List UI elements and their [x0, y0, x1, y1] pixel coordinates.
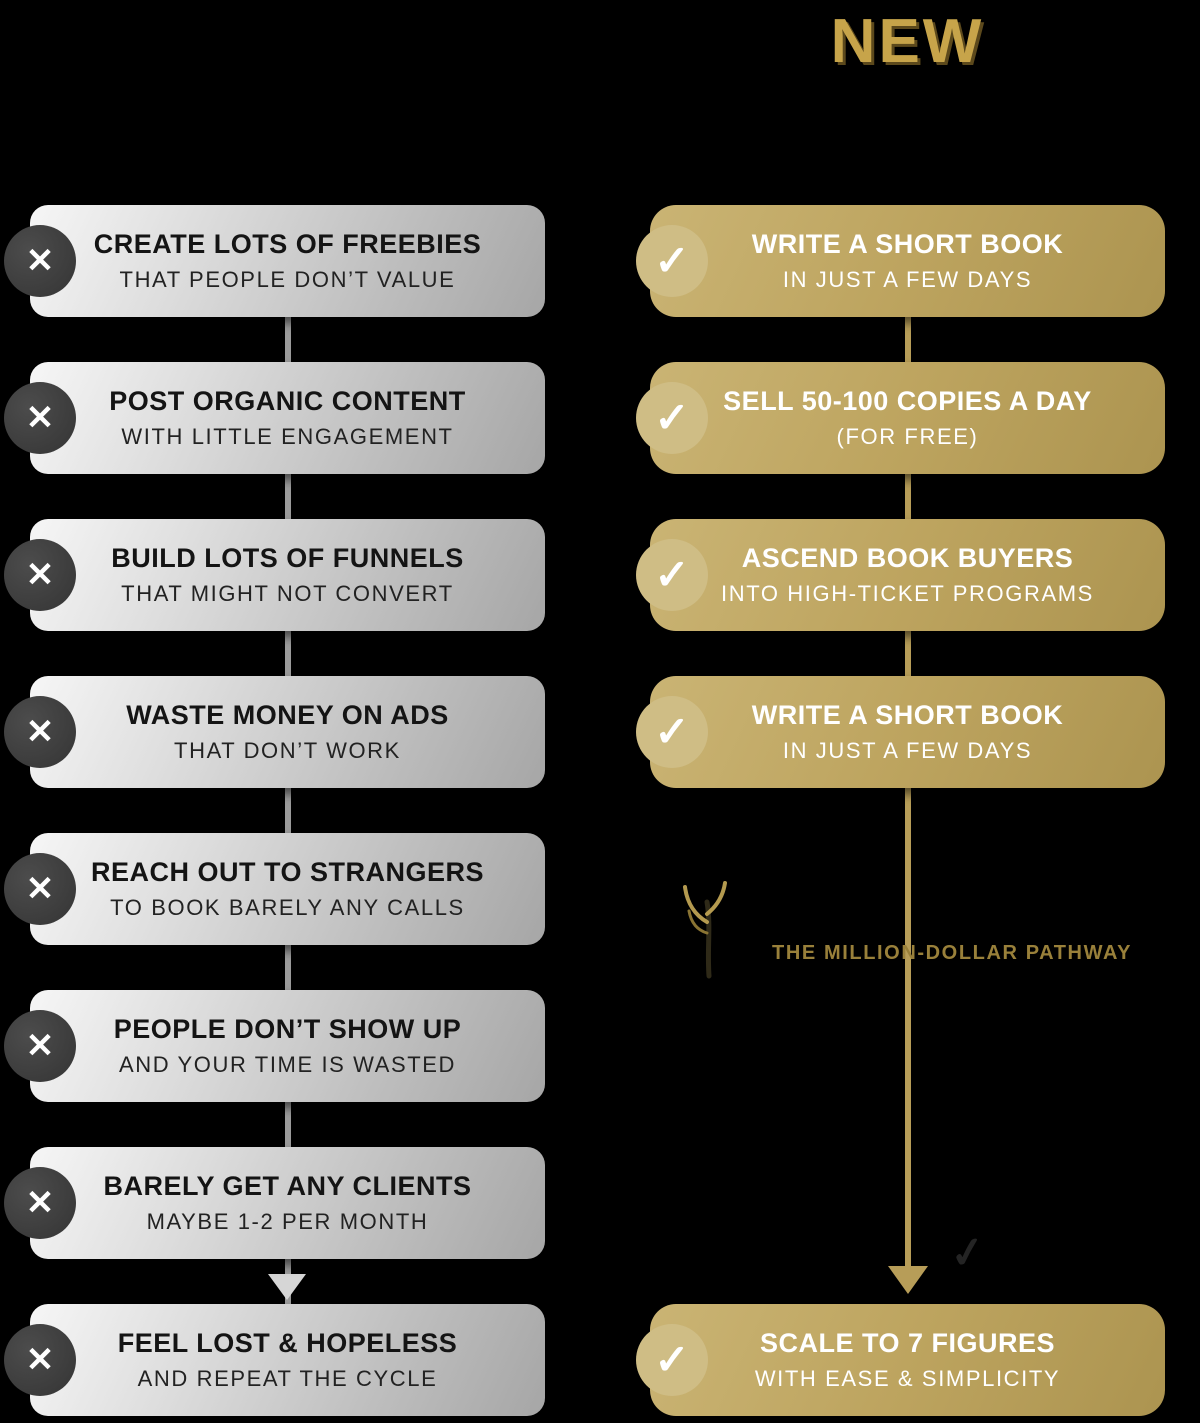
check-glyph: ✓ — [654, 1336, 690, 1383]
old-step-row: ✕ REACH OUT TO STRANGERS TO BOOK BARELY … — [4, 833, 545, 945]
check-icon: ✓ — [636, 696, 708, 768]
x-icon: ✕ — [4, 1010, 76, 1082]
old-step-title: PEOPLE DON’T SHOW UP — [113, 1014, 462, 1044]
dark-check-mark-icon: ✓ — [946, 1226, 989, 1279]
new-step-subtitle: WITH EASE & SIMPLICITY — [754, 1366, 1061, 1391]
old-step-subtitle: TO BOOK BARELY ANY CALLS — [110, 895, 465, 920]
new-step-title: WRITE A SHORT BOOK — [751, 700, 1064, 730]
old-step-subtitle: WITH LITTLE ENGAGEMENT — [121, 424, 454, 449]
new-arrow-down-icon — [888, 1266, 928, 1294]
x-glyph: ✕ — [25, 1027, 55, 1065]
x-glyph: ✕ — [25, 1184, 55, 1222]
old-step-subtitle: AND REPEAT THE CYCLE — [137, 1366, 438, 1391]
old-step-row: ✕ FEEL LOST & HOPELESS AND REPEAT THE CY… — [4, 1304, 545, 1416]
x-icon: ✕ — [4, 1167, 76, 1239]
old-step-title: BUILD LOTS OF FUNNELS — [111, 543, 464, 573]
check-glyph: ✓ — [654, 708, 690, 755]
old-step-title: POST ORGANIC CONTENT — [109, 386, 466, 416]
x-glyph: ✕ — [25, 870, 55, 908]
new-step-title: ASCEND BOOK BUYERS — [741, 543, 1074, 573]
check-glyph: ✓ — [654, 551, 690, 598]
old-step-title: BARELY GET ANY CLIENTS — [103, 1171, 472, 1201]
x-icon: ✕ — [4, 696, 76, 768]
new-step-row: ✓ SELL 50-100 COPIES A DAY (FOR FREE) — [636, 362, 1165, 474]
new-step-title: SCALE TO 7 FIGURES — [759, 1328, 1056, 1358]
old-step-row: ✕ BUILD LOTS OF FUNNELS THAT MIGHT NOT C… — [4, 519, 545, 631]
new-step-title: WRITE A SHORT BOOK — [751, 229, 1064, 259]
x-icon: ✕ — [4, 1324, 76, 1396]
x-icon: ✕ — [4, 853, 76, 925]
brand-logo-text: THE MILLION-DOLLAR PATHWAY — [772, 942, 1133, 964]
check-icon: ✓ — [636, 382, 708, 454]
x-glyph: ✕ — [25, 556, 55, 594]
old-step-title: FEEL LOST & HOPELESS — [117, 1328, 458, 1358]
new-step-row: ✓ WRITE A SHORT BOOK IN JUST A FEW DAYS — [636, 205, 1165, 317]
new-step-subtitle: (FOR FREE) — [836, 424, 979, 449]
old-step-title: REACH OUT TO STRANGERS — [90, 857, 485, 887]
old-step-title: WASTE MONEY ON ADS — [126, 700, 449, 730]
check-glyph: ✓ — [654, 394, 690, 441]
new-step-row: ✓ SCALE TO 7 FIGURES WITH EASE & SIMPLIC… — [636, 1304, 1165, 1416]
old-step-subtitle: MAYBE 1-2 PER MONTH — [146, 1209, 429, 1234]
x-glyph: ✕ — [25, 242, 55, 280]
x-icon: ✕ — [4, 539, 76, 611]
check-icon: ✓ — [636, 539, 708, 611]
old-step-subtitle: THAT MIGHT NOT CONVERT — [121, 581, 454, 606]
new-step-subtitle: IN JUST A FEW DAYS — [782, 738, 1033, 763]
check-icon: ✓ — [636, 225, 708, 297]
new-step-title: SELL 50-100 COPIES A DAY — [723, 386, 1092, 416]
old-step-row: ✕ WASTE MONEY ON ADS THAT DON’T WORK — [4, 676, 545, 788]
x-icon: ✕ — [4, 225, 76, 297]
x-glyph: ✕ — [25, 1341, 55, 1379]
new-step-row: ✓ ASCEND BOOK BUYERS INTO HIGH-TICKET PR… — [636, 519, 1165, 631]
sprout-icon — [666, 876, 748, 985]
x-glyph: ✕ — [25, 713, 55, 751]
old-step-subtitle: THAT DON’T WORK — [174, 738, 401, 763]
x-icon: ✕ — [4, 382, 76, 454]
old-step-row: ✕ BARELY GET ANY CLIENTS MAYBE 1-2 PER M… — [4, 1147, 545, 1259]
old-step-row: ✕ PEOPLE DON’T SHOW UP AND YOUR TIME IS … — [4, 990, 545, 1102]
brand-logo: THE MILLION-DOLLAR PATHWAY — [666, 876, 1132, 985]
old-arrow-down-icon — [268, 1274, 306, 1300]
old-step-row: ✕ POST ORGANIC CONTENT WITH LITTLE ENGAG… — [4, 362, 545, 474]
new-column-header: NEW — [830, 7, 985, 76]
check-glyph: ✓ — [654, 237, 690, 284]
old-step-subtitle: THAT PEOPLE DON’T VALUE — [119, 267, 456, 292]
new-step-subtitle: IN JUST A FEW DAYS — [782, 267, 1033, 292]
new-step-subtitle: INTO HIGH-TICKET PROGRAMS — [721, 581, 1094, 606]
check-icon: ✓ — [636, 1324, 708, 1396]
old-step-subtitle: AND YOUR TIME IS WASTED — [118, 1052, 457, 1077]
new-step-row: ✓ WRITE A SHORT BOOK IN JUST A FEW DAYS — [636, 676, 1165, 788]
old-step-title: CREATE LOTS OF FREEBIES — [93, 229, 482, 259]
old-step-row: ✕ CREATE LOTS OF FREEBIES THAT PEOPLE DO… — [4, 205, 545, 317]
x-glyph: ✕ — [25, 399, 55, 437]
old-connector-line — [285, 260, 291, 1340]
